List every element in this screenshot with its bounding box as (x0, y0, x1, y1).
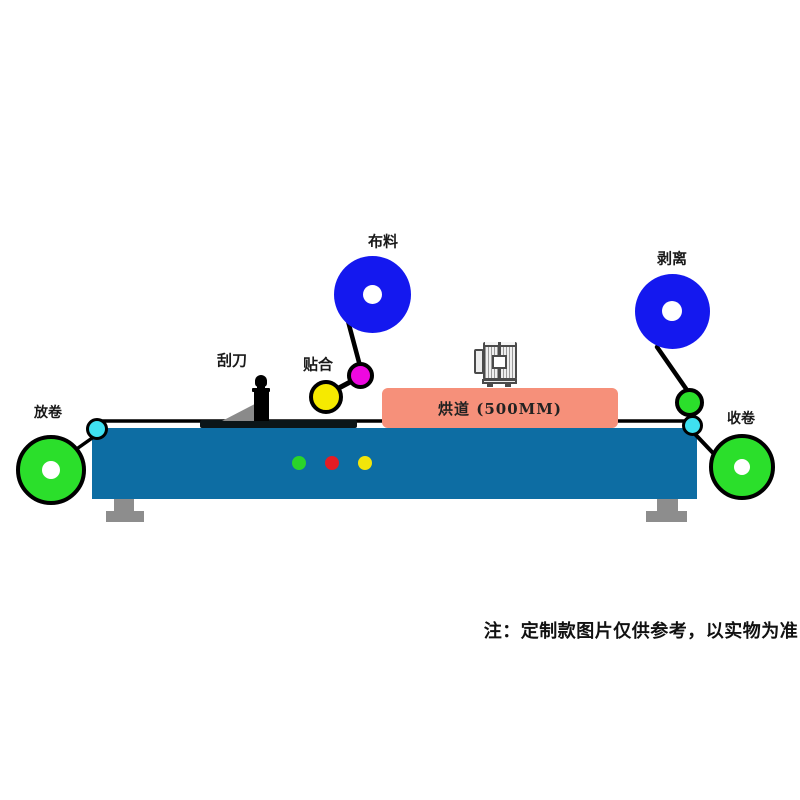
right-leg-base (646, 511, 687, 522)
peel-guide-roller (675, 388, 704, 417)
indicator-light-green (292, 456, 306, 470)
motor-nameplate (492, 355, 507, 369)
indicator-light-yellow (358, 456, 372, 470)
scraper-wedge (222, 403, 255, 421)
drying-tunnel: 烘道 (500MM) (382, 388, 618, 428)
peel-label: 剥离 (656, 249, 688, 268)
laminate-roller (309, 380, 343, 414)
fabric-label: 布料 (367, 232, 399, 251)
reference-note: 注：定制款图片仅供参考，以实物为准 (483, 621, 799, 642)
scraper-collar (252, 388, 270, 392)
motor-foot (487, 383, 493, 387)
unwind-label: 放卷 (34, 405, 62, 421)
fabric-roller-hub (363, 285, 382, 304)
machine-body (92, 428, 697, 499)
motor-base (482, 379, 517, 384)
peel-web-line (654, 344, 692, 396)
unwind-roller-hub (42, 461, 60, 479)
rewind-guide-roller (682, 415, 703, 436)
peel-roller-hub (662, 301, 682, 321)
motor-icon (474, 340, 520, 387)
scraper-post (254, 391, 269, 421)
scraper-neck (257, 384, 265, 389)
rewind-label: 收卷 (727, 411, 755, 427)
laminate-label: 贴合 (302, 355, 334, 374)
left-leg-stem (114, 499, 134, 512)
rewind-roller-hub (734, 459, 750, 475)
drying-tunnel-label: 烘道 (500MM) (438, 399, 562, 418)
coating-table-bar (200, 420, 357, 428)
right-leg-stem (657, 499, 678, 512)
motor-foot (505, 383, 511, 387)
unwind-guide-roller (86, 418, 108, 440)
scraper-label: 刮刀 (216, 351, 248, 370)
laminate-guide-roller (347, 362, 374, 389)
indicator-light-red (325, 456, 339, 470)
left-leg-base (106, 511, 144, 522)
